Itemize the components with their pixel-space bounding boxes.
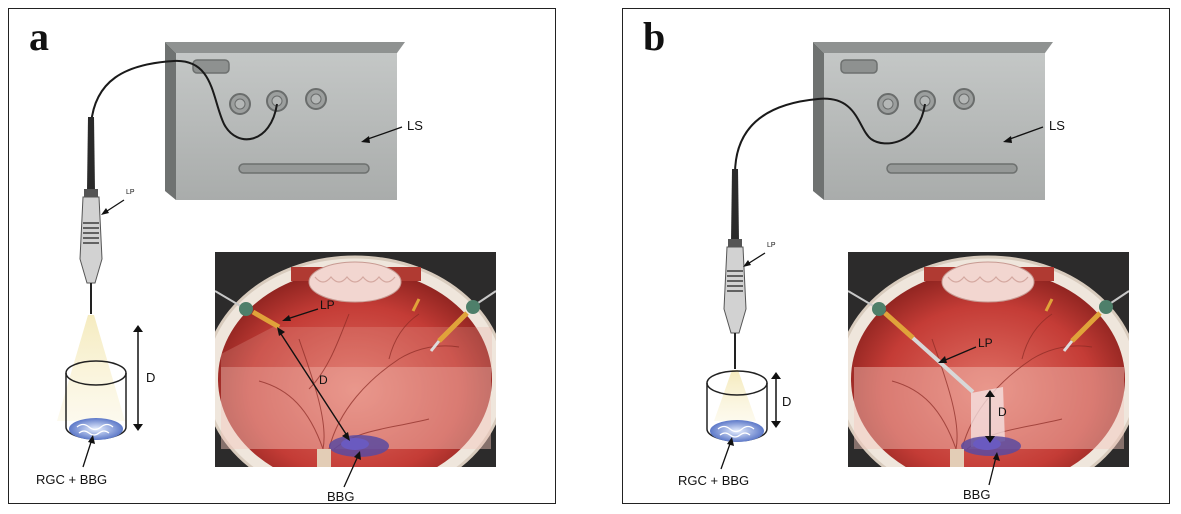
connector-port — [229, 93, 251, 115]
distance-arrow — [771, 372, 781, 428]
connector-port — [877, 93, 899, 115]
culture-well — [65, 360, 127, 440]
ls-label: LS — [1049, 118, 1065, 133]
connector-port — [953, 88, 975, 110]
sample-pointer-arrow — [82, 438, 93, 468]
connector-port — [305, 88, 327, 110]
eye-cross-section — [848, 252, 1129, 486]
eye-cross-section — [215, 252, 496, 488]
eye-distance-label: D — [998, 405, 1007, 419]
sample-pointer-arrow — [720, 440, 732, 470]
ls-pointer-arrow — [1006, 126, 1044, 141]
dye-label: BBG — [327, 489, 355, 504]
panel-b-illustration — [706, 42, 1129, 486]
dye-label: BBG — [963, 487, 991, 502]
fiber-cable — [90, 59, 278, 141]
light-cone — [57, 315, 125, 421]
eye-distance-label: D — [319, 373, 328, 387]
eye-lp-label: LP — [320, 298, 335, 312]
distance-label: D — [146, 370, 156, 385]
sample-label: RGC + BBG — [36, 472, 108, 487]
panel-b: b — [622, 8, 1170, 504]
panel-letter: b — [643, 14, 666, 59]
panel-a: a — [8, 8, 556, 504]
distance-label: D — [782, 394, 792, 409]
distance-arrow — [133, 325, 143, 431]
lp-label: LP — [126, 189, 135, 196]
light-source-box — [165, 42, 405, 200]
sample-label: RGC + BBG — [678, 473, 750, 488]
ls-pointer-arrow — [364, 126, 403, 141]
light-probe — [79, 117, 103, 314]
lp-label: LP — [767, 242, 776, 249]
light-source-box — [813, 42, 1053, 200]
ls-label: LS — [407, 118, 423, 133]
light-probe — [723, 169, 747, 369]
panel-letter: a — [29, 14, 49, 59]
culture-well — [706, 370, 768, 442]
panel-a-illustration — [57, 42, 496, 488]
fiber-cable — [734, 97, 926, 175]
eye-lp-label: LP — [978, 336, 993, 350]
